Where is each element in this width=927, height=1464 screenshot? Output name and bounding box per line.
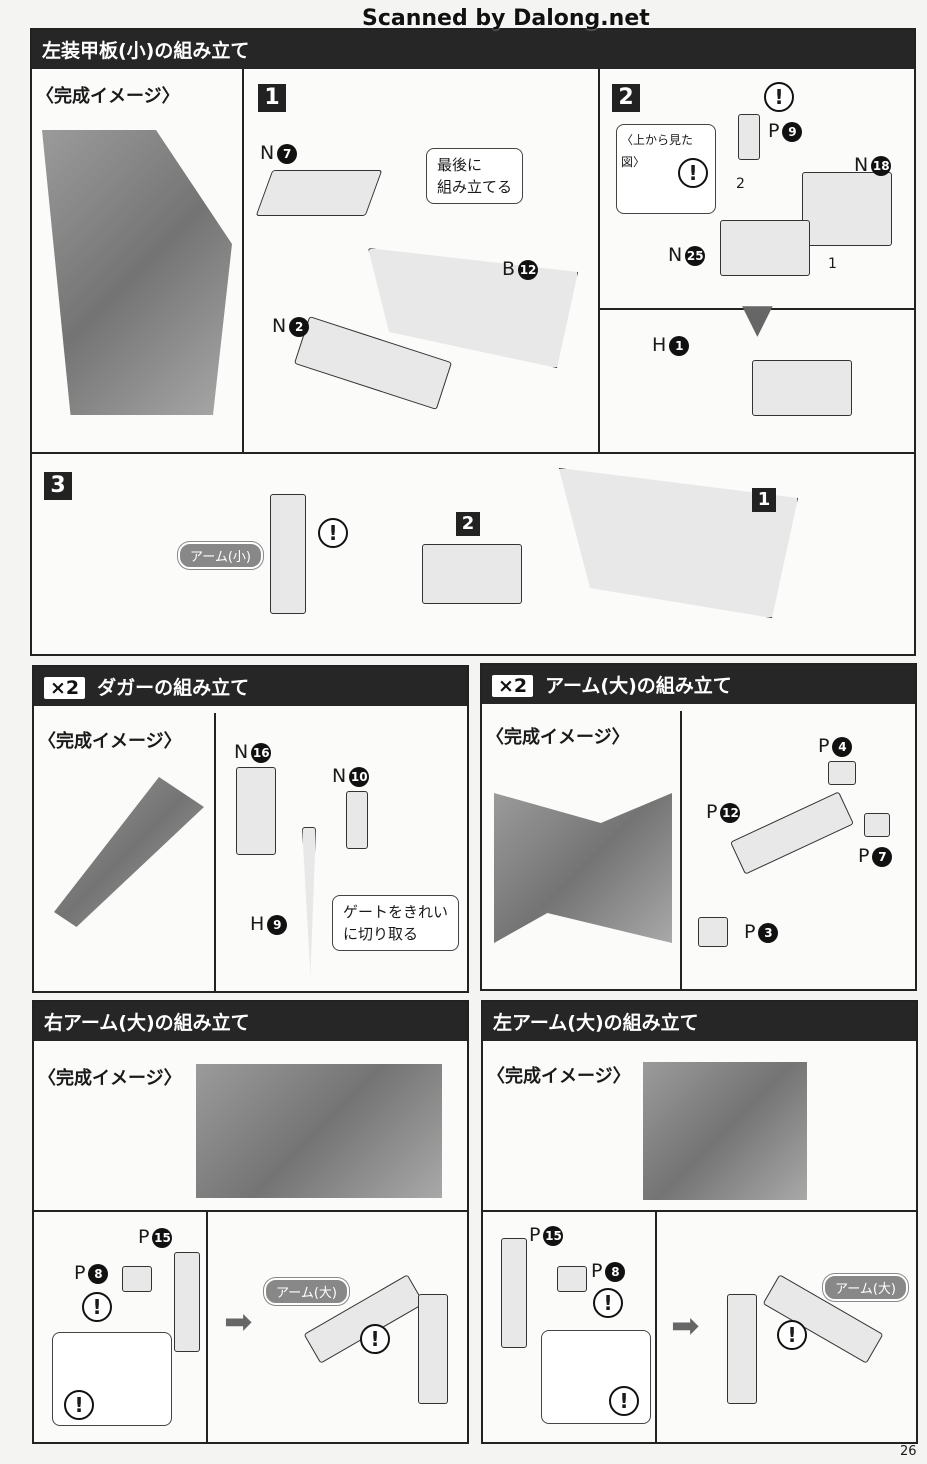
warning-icon: !	[82, 1292, 112, 1322]
warning-icon: !	[764, 82, 794, 112]
top-view-callout: 〈上から見た図〉	[616, 124, 716, 214]
watermark: Scanned by Dalong.net	[362, 6, 650, 31]
divider	[655, 1212, 657, 1442]
divider	[598, 64, 600, 452]
warning-icon: !	[593, 1288, 623, 1318]
assembled-part	[752, 360, 852, 416]
part-p9	[738, 114, 760, 160]
part-n18	[802, 172, 892, 246]
page-number: 26	[900, 1444, 917, 1459]
completed-image	[42, 130, 232, 415]
ref-step-1: 1	[752, 488, 776, 512]
arm-large-label: アーム(大)	[823, 1274, 908, 1301]
divider	[598, 308, 914, 310]
right-arrow-icon: ➡	[224, 1302, 253, 1342]
divider	[483, 1210, 916, 1212]
warning-icon: !	[318, 518, 348, 548]
note-callout: ゲートをきれいに切り取る	[332, 895, 460, 951]
warning-icon: !	[360, 1324, 390, 1354]
order-1: 1	[828, 256, 837, 272]
completed-image	[494, 793, 672, 943]
section-title: 右アーム(大)の組み立て	[34, 1002, 467, 1041]
part-n10	[346, 791, 368, 849]
divider	[206, 1212, 208, 1442]
step2-assembly	[422, 544, 522, 604]
part-n25	[720, 220, 810, 276]
part-p15	[174, 1252, 200, 1352]
arm-small-label: アーム(小)	[178, 542, 263, 569]
divider	[242, 64, 244, 452]
part-n7	[255, 170, 383, 216]
completed-image-label: 〈完成イメージ〉	[487, 1066, 631, 1087]
part-p4	[828, 761, 856, 785]
arm-large-label: アーム(大)	[264, 1278, 349, 1305]
right-arrow-icon: ➡	[671, 1306, 700, 1346]
part-p15-assembly	[727, 1294, 757, 1404]
step3-section: 3 アーム(小) ! 2 1	[30, 452, 916, 656]
completed-image	[54, 777, 204, 927]
part-p7	[864, 813, 890, 837]
step-number: 2	[612, 84, 640, 112]
part-p8	[557, 1266, 587, 1292]
completed-image	[643, 1062, 807, 1200]
divider	[34, 1210, 467, 1212]
down-arrow-icon: ▼	[742, 296, 773, 342]
part-p3	[698, 917, 728, 947]
divider	[214, 713, 216, 991]
completed-image-label: 〈完成イメージ〉	[38, 1068, 182, 1089]
part-p8	[122, 1266, 152, 1292]
warning-icon: !	[678, 158, 708, 188]
completed-image-label: 〈完成イメージ〉	[486, 727, 630, 748]
warning-icon: !	[609, 1386, 639, 1416]
completed-image-label: 〈完成イメージ〉	[36, 86, 180, 107]
part-h9-blade	[302, 827, 316, 975]
step-number: 3	[44, 472, 72, 500]
section-title: 左アーム(大)の組み立て	[483, 1002, 916, 1041]
ref-step-2: 2	[456, 512, 480, 536]
completed-image	[196, 1064, 442, 1198]
part-p15-assembly	[418, 1294, 448, 1404]
step-number: 1	[258, 84, 286, 112]
part-n16	[236, 767, 276, 855]
arm-small-part	[270, 494, 306, 614]
part-p12	[730, 791, 854, 875]
section-title: 左装甲板(小)の組み立て	[32, 30, 914, 69]
part-p15	[501, 1238, 527, 1348]
completed-image-label: 〈完成イメージ〉	[38, 731, 182, 752]
divider	[680, 711, 682, 989]
note-callout: 最後に組み立てる	[426, 148, 524, 204]
order-2: 2	[736, 176, 745, 192]
warning-icon: !	[777, 1320, 807, 1350]
warning-icon: !	[64, 1390, 94, 1420]
